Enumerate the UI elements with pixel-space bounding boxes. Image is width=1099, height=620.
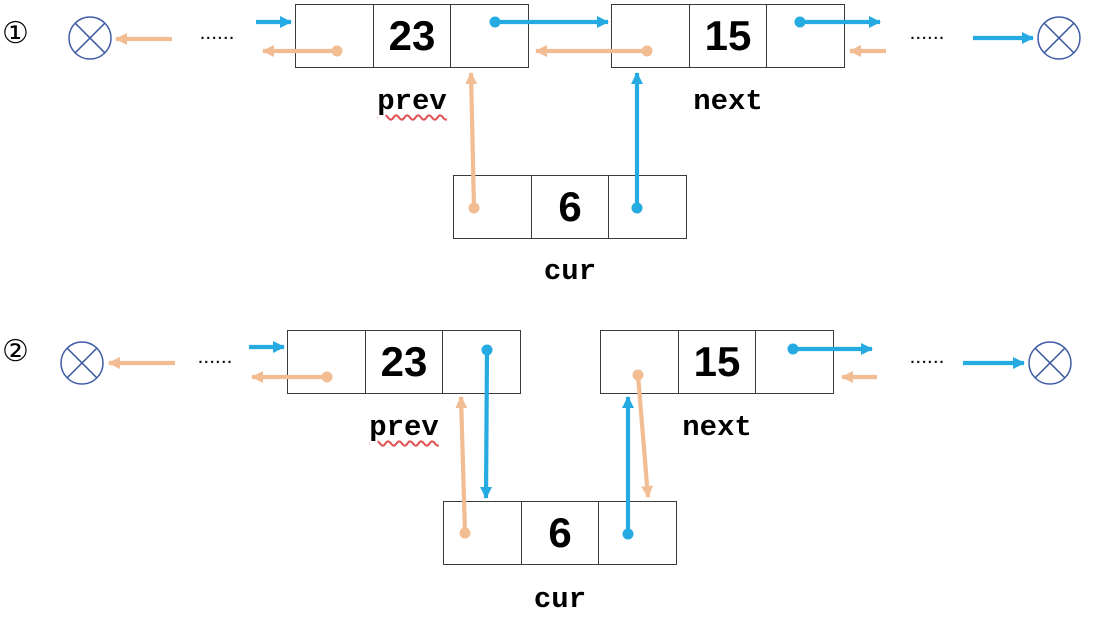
p2-next-label: next: [682, 411, 752, 444]
null-icon-p2-right: [1028, 341, 1072, 385]
p1-prev-label: prev: [377, 85, 447, 118]
p2-cur-node-next-cell: [599, 502, 676, 564]
null-icon-p1-left: [68, 16, 112, 60]
p2-prev-label: prev: [369, 411, 439, 444]
p1-right-ellipsis: ......: [908, 27, 946, 44]
p2-next-node-value: 15: [679, 331, 757, 393]
p1-cur-node-value: 6: [532, 176, 610, 238]
p1-next-node: 15: [611, 4, 845, 68]
step-2-label: ②: [2, 334, 29, 369]
p1-cur-node-prev-cell: [454, 176, 532, 238]
p2-next-node-next-cell: [756, 331, 833, 393]
p1-left-ellipsis: ......: [198, 27, 236, 44]
p2-cur-node: 6: [443, 501, 677, 565]
p1-prev-node-prev-cell: [296, 5, 374, 67]
p2-cur-node-prev-cell: [444, 502, 522, 564]
p1-next-node-prev-cell: [612, 5, 690, 67]
p1-cur-label: cur: [543, 255, 597, 288]
p2-prev-node-next-cell: [443, 331, 520, 393]
p2-prev-node-prev-cell: [288, 331, 366, 393]
p1-next-label: next: [693, 85, 763, 118]
p1-cur-node-next-cell: [609, 176, 686, 238]
p1-prev-node: 23: [295, 4, 529, 68]
p1-prev-node-value: 23: [374, 5, 452, 67]
p2-right-ellipsis: ......: [908, 351, 946, 368]
p2-prev-node-value: 23: [366, 331, 444, 393]
p2-prev-node: 23: [287, 330, 521, 394]
p1-prev-node-next-cell: [451, 5, 528, 67]
p2-cur-label: cur: [533, 583, 587, 616]
p2-cur-node-value: 6: [522, 502, 600, 564]
null-icon-p1-right: [1037, 16, 1081, 60]
p2-next-node: 15: [600, 330, 834, 394]
null-icon-p2-left: [60, 341, 104, 385]
p2-left-ellipsis: ......: [196, 351, 234, 368]
p1-cur-node: 6: [453, 175, 687, 239]
p1-next-node-value: 15: [690, 5, 768, 67]
step-1-label: ①: [2, 16, 29, 51]
p2-next-node-prev-cell: [601, 331, 679, 393]
p1-next-node-next-cell: [767, 5, 844, 67]
